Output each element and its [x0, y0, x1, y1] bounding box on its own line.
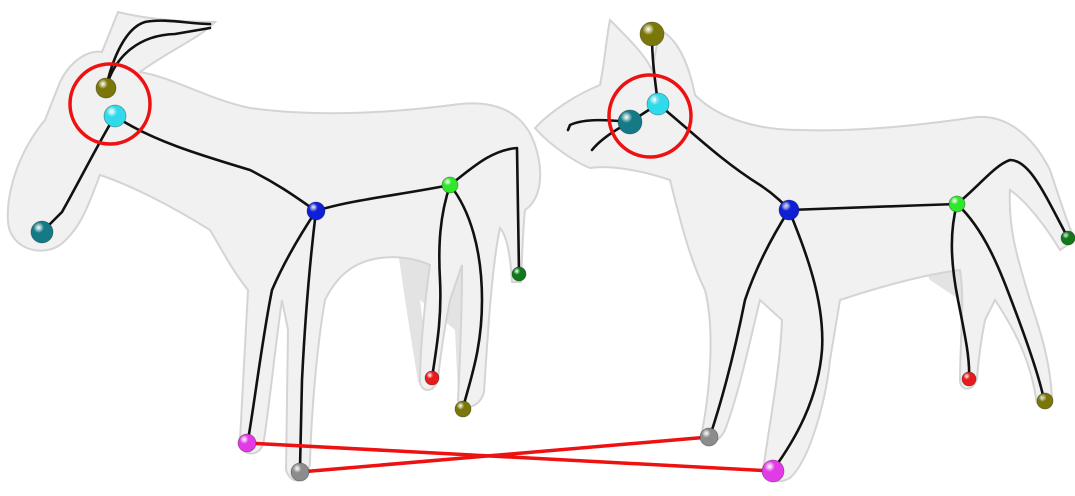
- donkey-joint-hind-foot-olive: [455, 401, 471, 417]
- donkey-joint-head-cyan: [104, 105, 126, 127]
- wolf-joint-chest-blue: [779, 200, 799, 220]
- wolf-model: [535, 20, 1075, 481]
- wolf-joint-head-cyan: [647, 93, 669, 115]
- wolf-joint-snout-teal: [618, 110, 642, 134]
- donkey-joint-nose-teal: [31, 221, 53, 243]
- wolf-joint-ear-olive: [640, 22, 664, 46]
- wolf-joint-hip-green: [949, 196, 965, 212]
- wolf-joint-tail-darkgreen: [1061, 231, 1075, 245]
- donkey-joint-tail-darkgreen: [512, 267, 526, 281]
- donkey-joint-ear-olive: [96, 78, 116, 98]
- correspondence-line-gray: [300, 437, 709, 472]
- wolf-joint-hind-foot-olive: [1037, 393, 1053, 409]
- donkey-joint-front-foot-magenta: [238, 434, 256, 452]
- correspondence-line-magenta: [247, 443, 773, 471]
- correspondence-lines: [247, 437, 773, 472]
- donkey-joint-hind-foot-red: [425, 371, 439, 385]
- donkey-joint-chest-blue: [307, 202, 325, 220]
- wolf-joint-hind-foot-red: [962, 372, 976, 386]
- donkey-joint-front-foot-gray: [291, 463, 309, 481]
- wolf-joint-front-foot-gray: [700, 428, 718, 446]
- donkey-joint-hip-green: [442, 177, 458, 193]
- wolf-joint-front-foot-magenta: [762, 460, 784, 482]
